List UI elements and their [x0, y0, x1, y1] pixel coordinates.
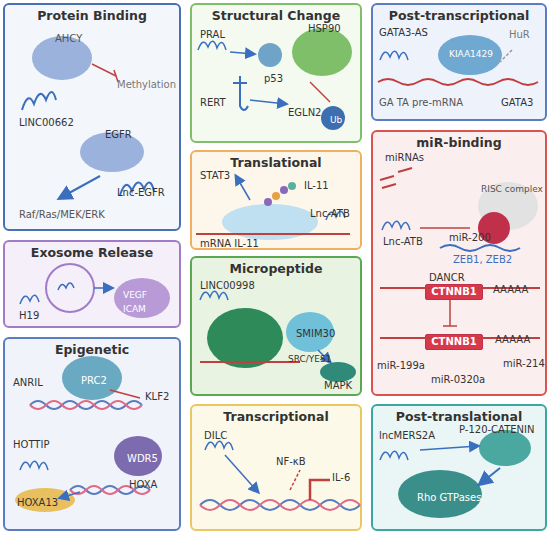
molecule-label: ANRIL — [13, 377, 43, 389]
molecule-label: Ub — [330, 115, 342, 125]
molecule-label: ICAM — [123, 304, 146, 314]
molecule-label: Lnc-ATB — [310, 208, 350, 220]
molecule-label: WDR5 — [127, 453, 158, 465]
molecule-label: IL-11 — [304, 180, 329, 192]
molecule-label: RISC complex — [481, 184, 543, 194]
molecule-label: HSP90 — [308, 23, 341, 35]
panel-title: Post-translational — [373, 409, 545, 424]
molecule-label: PRAL — [200, 29, 225, 41]
molecule-label: Methylation — [117, 79, 176, 91]
molecule-label: P-120-CATENIN — [459, 424, 535, 436]
mechanism-panel: Exosome ReleaseH19 VEGF ICAM — [3, 240, 181, 328]
mechanism-panel: TranscriptionalDILC NF-κB IL-6 — [190, 404, 362, 531]
mechanism-panel: TranslationalSTAT3IL-11Lnc-ATB mRNA IL-11 — [190, 150, 362, 250]
mechanism-panel: Protein BindingAHCY LINC00662 MethylationE… — [3, 3, 181, 231]
molecule-label: SRC/YES1 — [288, 354, 331, 364]
molecule-label: miR-0320a — [431, 374, 485, 386]
molecule-label: Rho GTPases — [417, 492, 481, 504]
panel-title: Exosome Release — [5, 245, 179, 260]
molecule-label: VEGF — [123, 290, 147, 300]
molecule-label: LINC00662 — [19, 117, 74, 129]
panel-title: miR-binding — [373, 135, 545, 150]
molecule-label: DILC — [204, 430, 227, 442]
molecule-label: AAAAA — [493, 284, 528, 296]
mechanism-panel: Post-translational lncMERS2A P-120-CATENIN… — [371, 404, 547, 531]
molecule-label: RERT — [200, 97, 226, 109]
panel-title: Transcriptional — [192, 409, 360, 424]
panel-title: Structural Change — [192, 8, 360, 23]
panel-title: Post-transcriptional — [373, 8, 545, 23]
molecule-label: Lnc-ATB — [383, 236, 423, 248]
panel-title: Translational — [192, 155, 360, 170]
gene-box: CTNNB1 — [425, 334, 483, 350]
panel-title: Micropeptide — [192, 261, 360, 276]
molecule-label: NF-κB — [276, 456, 306, 468]
molecule-label: H19 — [19, 310, 39, 322]
gene-box: CTNNB1 — [425, 284, 483, 300]
mechanism-panel: Post-transcriptionalGATA3-AS KIAA1429 HuR G… — [371, 3, 547, 121]
molecule-label: GA TA pre-mRNA — [379, 97, 463, 109]
molecule-label: ZEB1, ZEB2 — [453, 254, 512, 266]
mechanism-panel: miR-binding miRNAsLnc-ATB RISC complex miR-… — [371, 130, 547, 396]
mechanism-panel: Structural ChangePRAL p53 HSP90RERT EGLN2Ub — [190, 3, 362, 143]
gene-label: CTNNB1 — [426, 336, 482, 347]
molecule-label: mRNA IL-11 — [200, 238, 259, 250]
molecule-label: Lnc-EGFR — [117, 187, 165, 199]
molecule-label: lncMERS2A — [379, 430, 435, 442]
molecule-label: miRNAs — [385, 152, 424, 164]
molecule-label: EGFR — [105, 129, 132, 141]
molecule-label: p53 — [264, 73, 283, 85]
mechanism-panel: EpigeneticANRIL PRC2KLF2HOTTIP WDR5HOXA13 H… — [3, 337, 181, 531]
molecule-label: GATA3 — [501, 97, 533, 109]
molecule-label: AHCY — [55, 33, 82, 45]
molecule-label: Raf/Ras/MEK/ERK — [19, 209, 105, 221]
molecule-label: HOXA — [129, 479, 157, 491]
molecule-label: EGLN2 — [288, 107, 321, 119]
molecule-label: KLF2 — [145, 391, 169, 403]
molecule-label: STAT3 — [200, 170, 230, 182]
molecule-label: KIAA1429 — [449, 49, 493, 59]
panel-title: Epigenetic — [5, 342, 179, 357]
molecule-label: HOTTIP — [13, 439, 49, 451]
panel-title: Protein Binding — [5, 8, 179, 23]
gene-label: CTNNB1 — [426, 286, 482, 297]
molecule-label: miR-200 — [449, 232, 491, 244]
molecule-label: HOXA13 — [17, 497, 58, 509]
molecule-label: AAAAA — [495, 334, 530, 346]
molecule-label: miR-214 — [503, 358, 545, 370]
mechanism-panel: MicropeptideLINC00998SMIM30SRC/YES1MAPK — [190, 256, 362, 396]
molecule-label: IL-6 — [332, 472, 350, 484]
molecule-label: MAPK — [324, 380, 352, 392]
molecule-label: HuR — [509, 29, 530, 41]
molecule-label: LINC00998 — [200, 280, 255, 292]
molecule-label: PRC2 — [81, 375, 107, 387]
molecule-label: DANCR — [429, 272, 465, 284]
molecule-label: miR-199a — [377, 360, 425, 372]
molecule-label: GATA3-AS — [379, 27, 428, 39]
molecule-label: SMIM30 — [296, 328, 335, 340]
